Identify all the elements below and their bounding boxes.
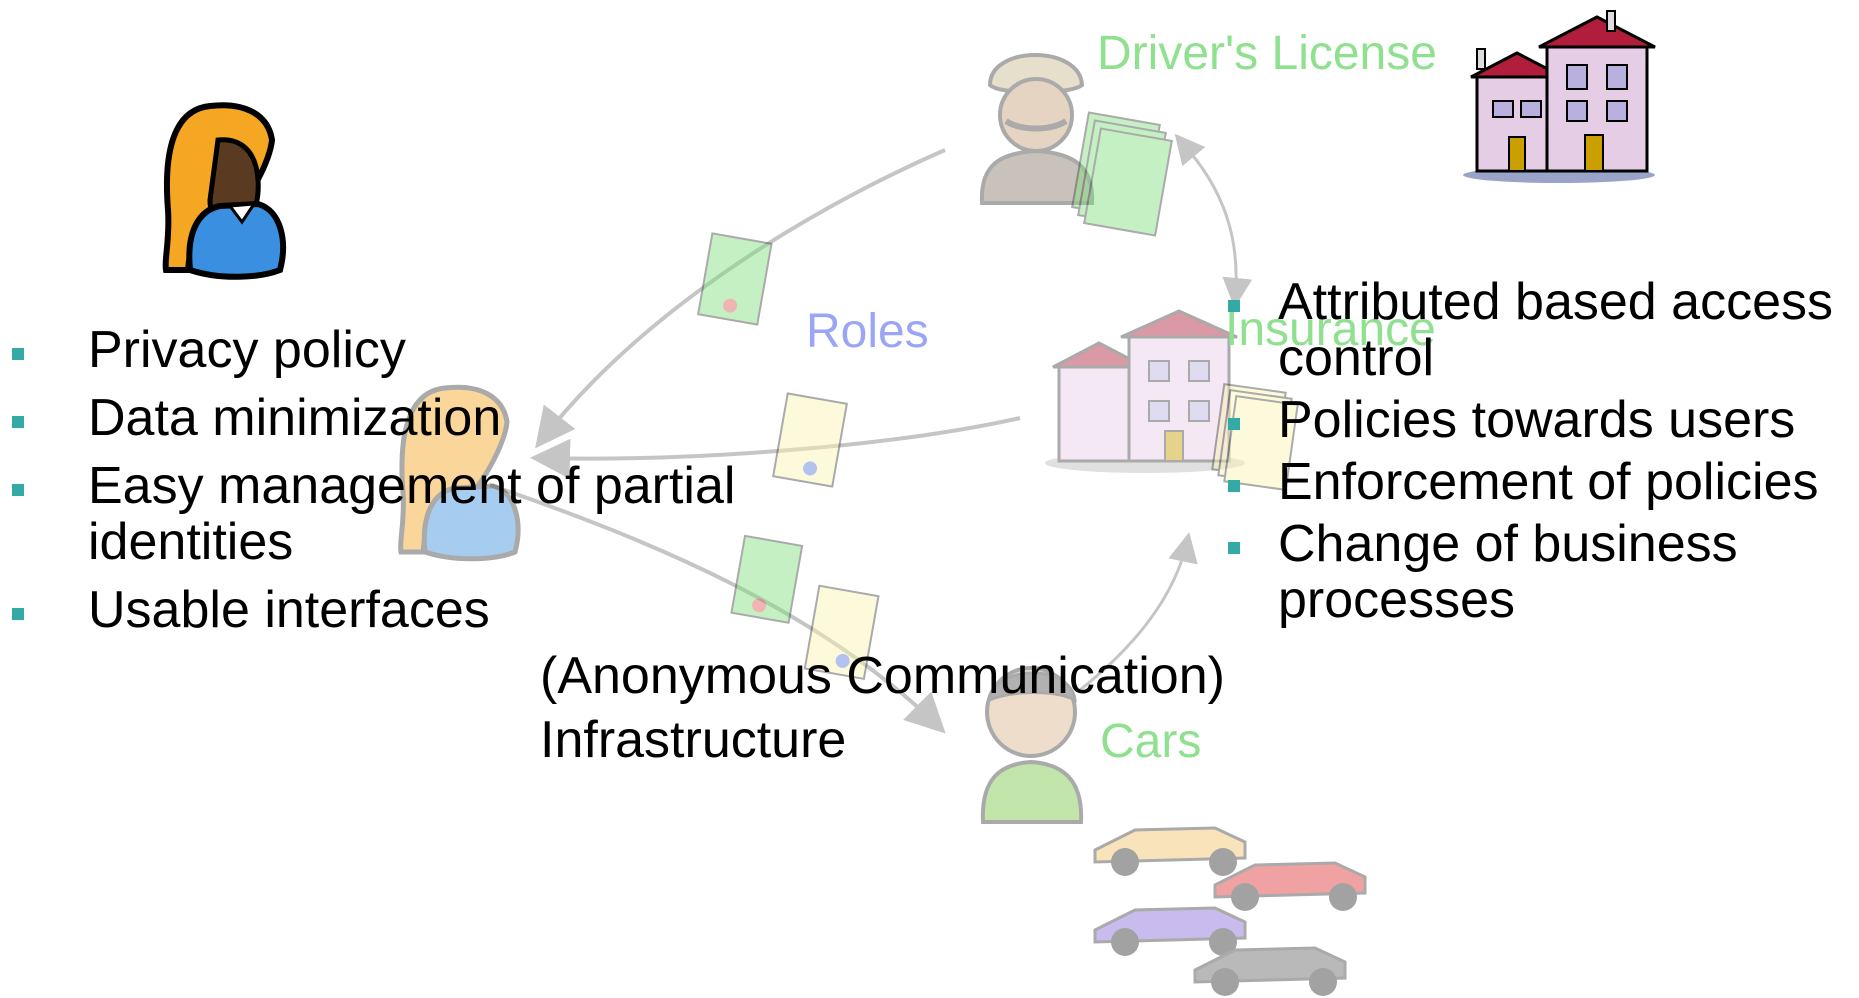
bullet-square-icon <box>12 608 24 620</box>
drivers-license-label: Driver's License <box>1097 27 1437 80</box>
bullet-square-icon <box>1228 480 1240 492</box>
certificate-icon <box>697 232 773 326</box>
arrow-license-insurance <box>1174 133 1253 308</box>
race-car-icon <box>1213 861 1367 911</box>
list-item: Data minimization <box>12 390 772 446</box>
bullet-square-icon <box>12 348 24 360</box>
race-car-icons <box>1093 826 1367 996</box>
certificate-icon <box>730 534 804 624</box>
race-car-icon <box>1093 906 1247 956</box>
insurance-certificates-icon <box>1211 382 1299 492</box>
certificate-icon <box>772 392 848 488</box>
license-certificates-icon <box>1071 111 1173 237</box>
insurance-building-icon <box>1045 309 1245 473</box>
list-item: Usable interfaces <box>12 582 772 638</box>
race-car-icon <box>1193 946 1347 996</box>
arrow-license-to-user <box>535 148 946 449</box>
infrastructure-caption: (Anonymous Communication) Infrastructure <box>540 644 1225 772</box>
race-car-icon <box>1093 826 1247 876</box>
infrastructure-line-1: (Anonymous Communication) <box>540 647 1225 705</box>
user-icon <box>162 102 286 280</box>
bullet-square-icon <box>1228 418 1240 430</box>
user-requirements-list: Privacy policy Data minimization Easy ma… <box>12 322 772 650</box>
arrow-insurance-to-user <box>530 416 1021 479</box>
arrow-user-to-cars <box>489 483 946 734</box>
car-dealer-icon <box>980 666 1084 824</box>
police-officer-icon <box>979 53 1095 205</box>
list-item: Enforcement of policies <box>1228 454 1859 510</box>
roles-label: Roles <box>806 305 929 358</box>
bullet-square-icon <box>12 416 24 428</box>
bullet-square-icon <box>12 484 24 496</box>
partial-identity-user-icon <box>398 384 521 562</box>
bullet-square-icon <box>1228 542 1240 554</box>
arrow-cars-to-insurance <box>1079 532 1198 692</box>
bullet-square-icon <box>1228 300 1240 312</box>
building-icon <box>1463 10 1656 183</box>
insurance-label: Insurance <box>1225 303 1436 356</box>
certificate-icons <box>697 232 880 681</box>
cars-label: Cars <box>1100 715 1202 768</box>
list-item: Privacy policy <box>12 322 772 378</box>
certificate-icon <box>803 584 880 681</box>
infrastructure-line-2: Infrastructure <box>540 711 847 769</box>
list-item: Policies towards users <box>1228 392 1859 448</box>
flow-arrows <box>489 133 1253 734</box>
